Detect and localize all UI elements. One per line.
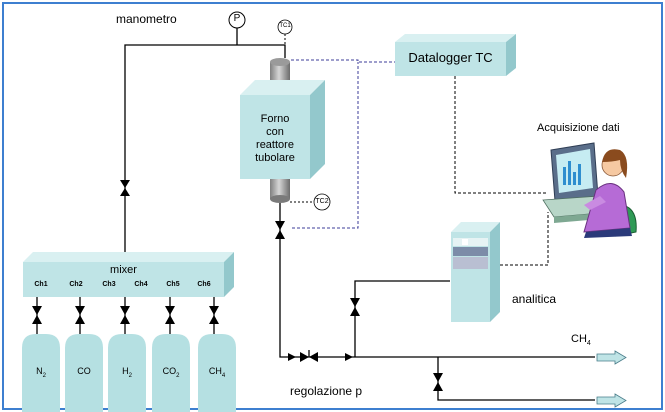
pressure-gauge	[228, 11, 246, 29]
cylinder-gas-name: CH	[208, 366, 222, 376]
analytics-instrument	[451, 222, 500, 322]
tc-signal-lines	[291, 59, 395, 229]
channel-label: Ch1	[34, 281, 48, 288]
reactor-outlet-line	[279, 203, 595, 401]
bypass-outlet-arrow	[596, 393, 627, 408]
ch4-outlet-subscript: 4	[586, 340, 591, 348]
cylinder-label-n2: N2	[22, 366, 60, 379]
channel-label: Ch6	[197, 281, 211, 288]
furnace-label-line-1: Forno	[260, 113, 290, 125]
tc2-label: TC2	[315, 198, 329, 205]
furnace-label-line-4: tubolare	[255, 152, 295, 164]
mixer-label: mixer	[110, 264, 137, 276]
operator-at-computer	[542, 142, 637, 238]
cylinder-gas-subscript: 2	[128, 372, 132, 379]
cylinder-gas-subscript: 2	[42, 372, 46, 379]
valve-ch1	[32, 306, 42, 324]
cylinder-gas-subscript: 2	[176, 372, 180, 379]
valve-ch2	[75, 306, 85, 324]
main-feed-valve	[120, 180, 130, 196]
feed-valves	[32, 306, 219, 324]
cylinder-feed-lines	[36, 296, 215, 334]
furnace-box	[240, 80, 325, 179]
gas-cylinders	[22, 334, 236, 412]
ch4-outlet-arrow	[596, 350, 627, 365]
datalogger-box	[395, 34, 516, 76]
mixer-box	[23, 252, 234, 297]
channel-label: Ch4	[134, 281, 148, 288]
channel-labels: Ch1 Ch2 Ch3 Ch4 Ch5 Ch6	[23, 281, 224, 293]
manometro-label: manometro	[116, 12, 177, 26]
acquisition-label: Acquisizione dati	[537, 122, 620, 134]
cylinder-label-h2: H2	[108, 366, 146, 379]
furnace-label-line-3: reattore	[256, 139, 294, 151]
bypass-valve	[433, 373, 443, 391]
cylinder-h2	[108, 334, 146, 412]
cylinder-label-ch4: CH4	[198, 366, 236, 379]
valve-ch5	[165, 306, 175, 324]
cylinder-gas-name: N	[36, 366, 43, 376]
reactor-outlet-valve	[275, 221, 285, 239]
tc2-probe	[313, 193, 331, 211]
pressure-regulation-label: regolazione p	[290, 384, 363, 398]
cylinder-gas-subscript: 4	[221, 372, 226, 379]
cylinder-n2	[22, 334, 60, 412]
ch4-outlet-label: CH4	[571, 333, 591, 347]
furnace-label: Forno con reattore tubolare	[240, 113, 310, 165]
reactor-bottom-tube	[270, 179, 290, 203]
cylinder-label-co2: CO2	[152, 366, 190, 379]
cylinder-co2	[152, 334, 190, 412]
cylinder-gas-name: CO	[77, 366, 91, 376]
data-signal-lines	[454, 76, 549, 266]
channel-label: Ch3	[102, 281, 116, 288]
cylinder-label-co: CO	[65, 366, 103, 376]
ch4-outlet-text: CH	[571, 333, 587, 345]
analytics-valve	[350, 298, 360, 316]
cylinder-ch4	[198, 334, 236, 412]
channel-label: Ch2	[69, 281, 83, 288]
cylinder-co	[65, 334, 103, 412]
valve-ch6	[209, 306, 219, 324]
datalogger-label: Datalogger TC	[408, 50, 493, 65]
valve-ch3	[120, 306, 130, 324]
pressure-gauge-label: P	[233, 13, 241, 24]
analytics-label: analitica	[512, 292, 557, 306]
cylinder-gas-name: CO	[162, 366, 177, 376]
furnace-label-line-2: con	[266, 126, 284, 138]
tc1-label: TC1	[279, 23, 291, 29]
cylinder-gas-name: H	[122, 366, 129, 376]
channel-label: Ch5	[166, 281, 180, 288]
